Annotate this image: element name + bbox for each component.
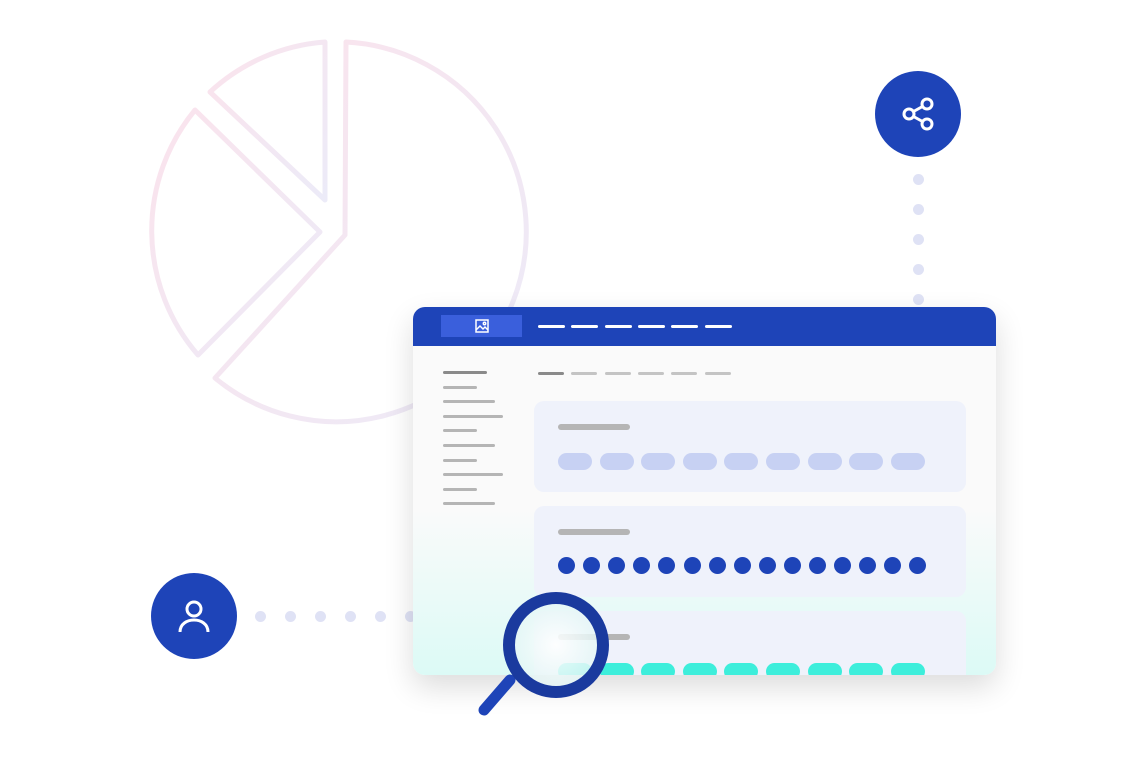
connector-dot: [375, 611, 386, 622]
status-dot: [909, 557, 927, 574]
sidebar-item[interactable]: [443, 473, 503, 477]
sidebar-item[interactable]: [443, 371, 487, 374]
header-tab[interactable]: [538, 325, 565, 328]
header-tab[interactable]: [604, 325, 632, 328]
status-dot: [859, 557, 877, 574]
sidebar-item[interactable]: [443, 487, 477, 491]
content-tab[interactable]: [604, 372, 631, 375]
tag-pill: [641, 663, 676, 675]
content-tab[interactable]: [704, 372, 731, 375]
status-dot: [783, 557, 801, 574]
image-icon: [474, 319, 489, 333]
tag-pill: [766, 453, 800, 470]
tag-pill: [890, 663, 925, 675]
tag-pill: [849, 663, 884, 675]
card-pills: [534, 401, 966, 492]
content-tab[interactable]: [538, 372, 564, 375]
connector-dot: [345, 611, 356, 622]
header-tab[interactable]: [637, 325, 665, 328]
share-button[interactable]: [875, 71, 961, 157]
connector-dot: [913, 264, 924, 275]
status-dot: [608, 557, 626, 574]
status-dot: [884, 557, 902, 574]
connector-dot: [913, 204, 924, 215]
tag-pill: [807, 453, 842, 470]
pie-slice-top: [207, 39, 328, 203]
connector-dot: [405, 611, 416, 622]
tag-pill: [558, 453, 592, 470]
tag-pill: [724, 453, 759, 470]
status-dot: [834, 557, 852, 574]
app-window: [413, 307, 996, 675]
connector-dot: [913, 234, 924, 245]
content-tab[interactable]: [637, 372, 664, 375]
sidebar-item[interactable]: [443, 429, 477, 433]
magnifier-icon: [478, 592, 609, 716]
sidebar-item[interactable]: [443, 502, 495, 506]
card-title-placeholder: [558, 529, 630, 535]
window-header: [413, 307, 996, 346]
user-icon: [178, 600, 210, 633]
sidebar-item[interactable]: [443, 458, 477, 462]
tag-pill: [724, 663, 759, 675]
connector-dot: [913, 174, 924, 185]
tag-pill: [766, 663, 800, 675]
connector-dot: [315, 611, 326, 622]
status-dot: [683, 557, 701, 574]
status-dot: [633, 557, 651, 574]
status-dot: [809, 557, 826, 574]
status-dot: [558, 557, 575, 574]
status-dot: [658, 557, 676, 574]
sidebar-item[interactable]: [443, 400, 495, 404]
status-dot: [758, 557, 776, 574]
tag-pill: [890, 453, 925, 470]
content-tab[interactable]: [571, 372, 598, 375]
tag-pill: [682, 663, 717, 675]
tag-pill: [599, 453, 634, 470]
tag-pill: [641, 453, 676, 470]
header-tab[interactable]: [571, 325, 599, 328]
connector-dot: [913, 294, 924, 305]
sidebar-item[interactable]: [443, 444, 495, 447]
connector-dot: [255, 611, 266, 622]
tag-pill: [849, 453, 884, 470]
header-tab[interactable]: [671, 325, 699, 328]
card-dots: [534, 506, 966, 597]
status-dot: [733, 557, 751, 574]
content-tab[interactable]: [671, 372, 698, 375]
tag-pill: [682, 453, 717, 470]
logo[interactable]: [441, 315, 522, 337]
connector-dot: [285, 611, 296, 622]
pie-slice-left: [149, 107, 323, 358]
tag-pill: [807, 663, 842, 675]
header-tab[interactable]: [704, 325, 732, 328]
status-dot: [708, 557, 726, 574]
sidebar-item[interactable]: [443, 385, 477, 389]
card-title-placeholder: [558, 424, 630, 430]
status-dot: [583, 557, 601, 574]
user-button[interactable]: [151, 573, 237, 659]
share-icon: [902, 97, 934, 131]
tag-pill: [599, 663, 634, 675]
sidebar-item[interactable]: [443, 414, 503, 418]
